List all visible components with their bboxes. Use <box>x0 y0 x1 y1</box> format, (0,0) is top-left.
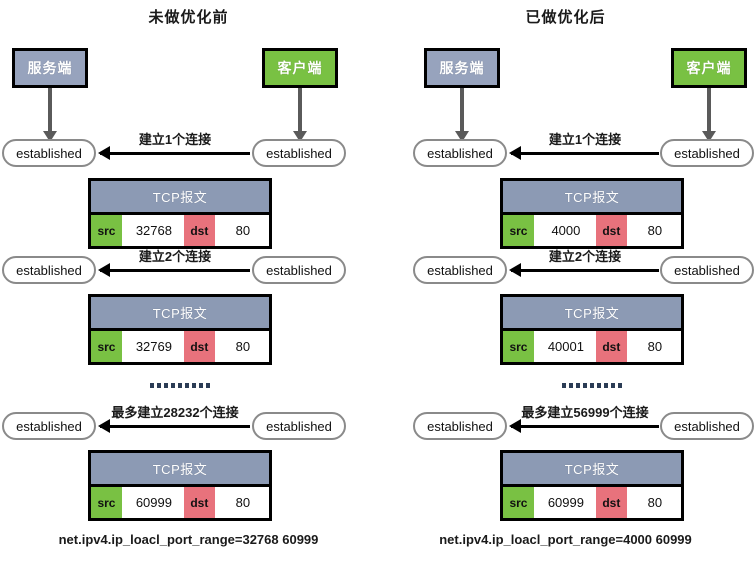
client-state-pill: established <box>660 412 754 440</box>
src-value: 4000 <box>533 215 596 246</box>
connection-arrow: 最多建立28232个连接 <box>98 405 250 433</box>
connection-arrow: 建立1个连接 <box>509 132 659 160</box>
server-state-pill: established <box>413 412 507 440</box>
arrowhead-left-icon <box>509 263 521 277</box>
tcp-packet-fields: src 32768 dst 80 <box>91 212 270 246</box>
server-box: 服务端 <box>424 48 500 88</box>
panel-title: 未做优化前 <box>148 9 229 26</box>
src-label: src <box>503 487 534 518</box>
server-state-pill: established <box>413 139 507 167</box>
arrowhead-down-icon <box>293 131 307 142</box>
tcp-packet-fields: src 4000 dst 80 <box>503 212 682 246</box>
src-value: 32769 <box>121 331 184 362</box>
tcp-packet: TCP报文 src 32768 dst 80 <box>88 178 272 249</box>
arrowhead-down-icon <box>455 131 469 142</box>
dst-value: 80 <box>626 487 682 518</box>
dst-value: 80 <box>214 215 270 246</box>
server-state-pill: established <box>413 256 507 284</box>
arrowhead-left-icon <box>98 146 110 160</box>
src-label: src <box>91 331 122 362</box>
src-label: src <box>91 215 122 246</box>
client-connector-arrow <box>702 88 716 142</box>
connection-arrow-label: 建立2个连接 <box>548 249 622 264</box>
server-state-pill: established <box>2 256 96 284</box>
src-label: src <box>503 331 534 362</box>
connection-arrow-label: 建立1个连接 <box>138 132 212 147</box>
dst-value: 80 <box>214 331 270 362</box>
dst-value: 80 <box>214 487 270 518</box>
panel-before-optimization: 未做优化前 服务端 客户端 established established 建立… <box>2 9 346 547</box>
dst-label: dst <box>183 215 215 246</box>
arrowhead-left-icon <box>509 146 521 160</box>
src-value: 60999 <box>533 487 596 518</box>
tcp-packet-header: TCP报文 <box>91 297 269 328</box>
dst-label: dst <box>595 331 627 362</box>
connection-arrow: 建立2个连接 <box>509 249 659 277</box>
connection-arrow: 建立1个连接 <box>98 132 250 160</box>
tcp-packet-header: TCP报文 <box>503 297 681 328</box>
arrowhead-down-icon <box>702 131 716 142</box>
dst-value: 80 <box>626 331 682 362</box>
server-state-pill: established <box>2 412 96 440</box>
ellipsis-separator <box>150 383 210 388</box>
connection-arrow-label: 最多建立56999个连接 <box>521 405 649 420</box>
dst-label: dst <box>595 215 627 246</box>
tcp-packet: TCP报文 src 40001 dst 80 <box>500 294 684 365</box>
client-state-pill: established <box>252 139 346 167</box>
ellipsis-separator <box>562 383 622 388</box>
tcp-packet-header: TCP报文 <box>503 181 681 212</box>
tcp-packet-fields: src 60999 dst 80 <box>91 484 270 518</box>
src-value: 32768 <box>121 215 184 246</box>
dst-label: dst <box>595 487 627 518</box>
tcp-packet-header: TCP报文 <box>91 181 269 212</box>
src-value: 40001 <box>533 331 596 362</box>
connection-arrow-label: 建立2个连接 <box>138 249 212 264</box>
dst-label: dst <box>183 331 215 362</box>
client-state-pill: established <box>252 256 346 284</box>
client-connector-arrow <box>293 88 307 142</box>
src-value: 60999 <box>121 487 184 518</box>
tcp-packet-header: TCP报文 <box>503 453 681 484</box>
server-box: 服务端 <box>12 48 88 88</box>
panel-title: 已做优化后 <box>525 9 606 26</box>
connection-arrow-label: 最多建立28232个连接 <box>111 405 239 420</box>
dst-label: dst <box>183 487 215 518</box>
sysctl-footer: net.ipv4.ip_loacl_port_range=32768 60999 <box>58 532 319 547</box>
tcp-packet-fields: src 40001 dst 80 <box>503 328 682 362</box>
panel-after-optimization: 已做优化后 服务端 客户端 established established 建立… <box>377 0 754 561</box>
arrowhead-left-icon <box>98 263 110 277</box>
server-connector-arrow <box>455 88 469 142</box>
server-connector-arrow <box>43 88 57 142</box>
src-label: src <box>503 215 534 246</box>
tcp-packet-fields: src 60999 dst 80 <box>503 484 682 518</box>
client-state-pill: established <box>252 412 346 440</box>
arrowhead-left-icon <box>509 419 521 433</box>
tcp-packet: TCP报文 src 32769 dst 80 <box>88 294 272 365</box>
connection-arrow-label: 建立1个连接 <box>548 132 622 147</box>
connection-arrow: 建立2个连接 <box>98 249 250 277</box>
tcp-packet-fields: src 32769 dst 80 <box>91 328 270 362</box>
connection-arrow: 最多建立56999个连接 <box>509 405 659 433</box>
src-label: src <box>91 487 122 518</box>
tcp-packet: TCP报文 src 60999 dst 80 <box>500 450 684 521</box>
client-box: 客户端 <box>262 48 338 88</box>
server-state-pill: established <box>2 139 96 167</box>
client-state-pill: established <box>660 139 754 167</box>
dst-value: 80 <box>626 215 682 246</box>
tcp-packet-header: TCP报文 <box>91 453 269 484</box>
client-state-pill: established <box>660 256 754 284</box>
tcp-packet: TCP报文 src 60999 dst 80 <box>88 450 272 521</box>
arrowhead-down-icon <box>43 131 57 142</box>
arrowhead-left-icon <box>98 419 110 433</box>
sysctl-footer: net.ipv4.ip_loacl_port_range=4000 60999 <box>439 532 692 547</box>
tcp-packet: TCP报文 src 4000 dst 80 <box>500 178 684 249</box>
client-box: 客户端 <box>671 48 747 88</box>
